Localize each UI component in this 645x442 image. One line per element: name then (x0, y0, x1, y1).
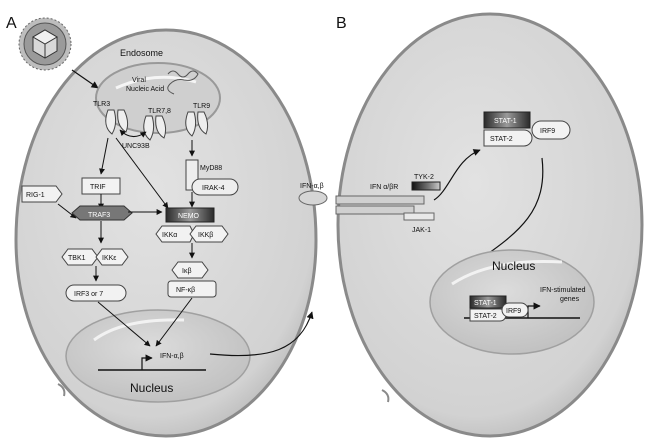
ikke-label: IKKε (102, 255, 116, 262)
ikb-label: Iκβ (182, 268, 191, 275)
nemo-box (165, 207, 215, 223)
traf3-box (71, 205, 133, 221)
stat2-label: STAT-2 (490, 136, 513, 143)
ikkb-label: IKKβ (198, 232, 213, 239)
irf37-box (65, 284, 127, 302)
nuc-stat2-label: STAT-2 (474, 313, 497, 320)
nuc-irf9-box (501, 302, 529, 318)
tlr3-label: TLR3 (93, 101, 110, 108)
myd88-label: MyD88 (200, 165, 222, 172)
panel-label-b: B (336, 15, 347, 32)
ifn-receptor (335, 195, 435, 221)
trif-label: TRIF (90, 184, 106, 191)
nucleus-a (65, 309, 251, 403)
nfkb-box (167, 280, 217, 298)
receptor-label: IFN α/βR (370, 184, 398, 191)
nuc-irf9-label: IRF9 (506, 308, 521, 315)
nucleus-a-label: Nucleus (130, 381, 173, 395)
rig1-label: RIG-1 (26, 192, 45, 199)
ikkb-box (189, 225, 229, 243)
nucleus-b (429, 249, 595, 355)
tlr78-label: TLR7,8 (148, 108, 171, 115)
stat1-box (483, 111, 531, 129)
cell-b-membrane (336, 12, 644, 438)
isg-label-1: IFN-stimulated (540, 287, 586, 294)
ifn-gene-label: IFN-α,β (160, 353, 184, 360)
viral-nucleic-acid-icon (167, 70, 199, 95)
rig1-box (21, 185, 63, 203)
jak1-label: JAK-1 (412, 227, 431, 234)
tyk2-label: TYK-2 (414, 174, 434, 181)
irf9-label: IRF9 (540, 128, 555, 135)
isg-label-2: genes (560, 296, 580, 303)
ikb-box (171, 261, 209, 279)
nuc-stat1-box (469, 295, 507, 309)
panel-label-a: A (6, 15, 17, 32)
irak4-box: IRAK-4 (191, 178, 239, 196)
ifn-ligand (298, 190, 328, 206)
endosome-title: Endosome (120, 48, 163, 58)
virus-icon (18, 17, 72, 71)
ifn-ext-label: IFN-α,β (300, 183, 324, 190)
tlr9-label: TLR9 (193, 103, 210, 110)
stat2-box (483, 129, 533, 147)
irf9-box (531, 120, 571, 140)
tlr9-receptor (185, 111, 209, 137)
nemo-label: NEMO (178, 213, 200, 220)
viral-na-label-2: Nucleic Acid (126, 86, 164, 93)
traf3-label: TRAF3 (88, 212, 110, 219)
nuc-stat1-label: STAT-1 (474, 300, 497, 307)
ikka-label: IKKα (162, 232, 177, 239)
viral-na-label-1: Viral (132, 77, 146, 84)
nucleus-b-label: Nucleus (492, 259, 535, 273)
ikke-box (95, 248, 129, 266)
tbk1-label: TBK1 (68, 255, 86, 262)
tyk2-box (411, 181, 441, 191)
stat1-label: STAT-1 (494, 118, 517, 125)
irak4-label: IRAK-4 (202, 185, 225, 192)
unc93b-label: UNC93B (122, 143, 150, 150)
nfkb-label: NF-κβ (176, 287, 195, 294)
irf37-label: IRF3 or 7 (74, 291, 103, 298)
